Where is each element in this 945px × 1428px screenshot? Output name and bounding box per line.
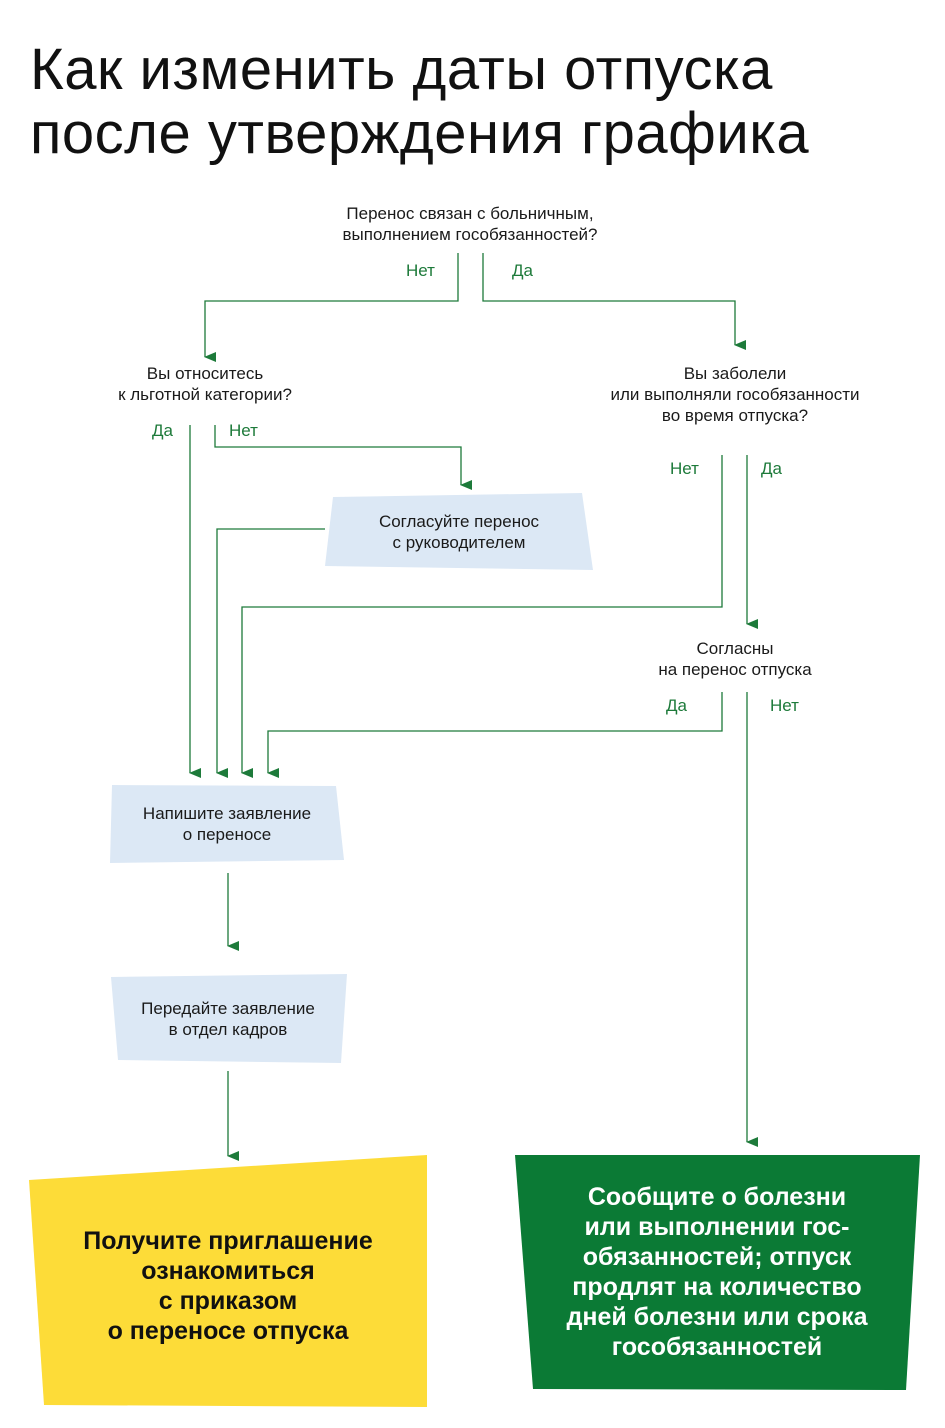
question-line: Вы относитесь [146, 364, 264, 383]
label-q3-yes: Да [761, 459, 782, 478]
arrow-q1-no [204, 253, 459, 362]
box-write-application: Напишите заявление о переносе [112, 786, 342, 862]
box-line: в отдел кадров [168, 1020, 288, 1039]
box-line: Передайте заявление [141, 999, 315, 1018]
arrow-q3-no [241, 455, 723, 778]
box-line: Напишите заявление [142, 804, 312, 823]
title-line: Как изменить даты отпуска [30, 37, 773, 102]
label-q1-no: Нет [406, 261, 435, 280]
final-line: Получите приглашение [83, 1227, 373, 1255]
arrow-q4-yes [267, 692, 723, 778]
label-q2-yes: Да [152, 421, 173, 440]
question-agree-transfer: Согласны на перенос отпуска [620, 638, 850, 680]
question-line: к льготной категории? [118, 385, 292, 404]
question-line: или выполняли гособязанности [610, 385, 860, 404]
label-q1-yes: Да [512, 261, 533, 280]
box-shape-submit-hr [111, 974, 347, 1063]
label-q4-yes: Да [666, 696, 687, 715]
question-line: Вы заболели [683, 364, 787, 383]
question-line: выполнением гособязанностей? [342, 225, 598, 244]
final-line: гособязанностей [611, 1333, 823, 1361]
question-line: Согласны [696, 639, 774, 658]
box-agree-manager: Согласуйте перенос с руководителем [330, 497, 588, 567]
arrow-manager-to-application [216, 528, 325, 778]
final-report-sickness: Сообщите о болезни или выполнении гос- о… [522, 1158, 912, 1386]
final-line: дней болезни или срока [566, 1303, 868, 1331]
box-shape-agree-manager [325, 493, 593, 570]
final-shape-report [515, 1155, 920, 1390]
box-line: Согласуйте перенос [378, 512, 540, 531]
final-line: с приказом [158, 1287, 298, 1315]
question-line: во время отпуска? [661, 406, 809, 425]
page-title: Как изменить даты отпуска после утвержде… [30, 38, 930, 166]
title-line: после утверждения графика [30, 101, 810, 166]
final-invitation: Получите приглашение ознакомиться с прик… [36, 1170, 420, 1402]
question-sick-during-vacation: Вы заболели или выполняли гособязанности… [580, 363, 890, 426]
final-line: или выполнении гос- [584, 1213, 850, 1241]
final-line: обязанностей; отпуск [582, 1243, 852, 1271]
question-privileged-category: Вы относитесь к льготной категории? [75, 363, 335, 405]
arrow-q1-yes [482, 253, 746, 350]
label-q4-no: Нет [770, 696, 799, 715]
label-q2-no: Нет [229, 421, 258, 440]
box-line: с руководителем [392, 533, 526, 552]
arrow-q2-no [214, 425, 472, 490]
final-line: ознакомиться [141, 1257, 315, 1285]
box-line: о переносе [182, 825, 272, 844]
question-line: на перенос отпуска [658, 660, 812, 679]
question-sick-leave: Перенос связан с больничным, выполнением… [290, 203, 650, 245]
final-line: продлят на количество [572, 1273, 862, 1301]
box-submit-hr: Передайте заявление в отдел кадров [113, 977, 343, 1061]
final-line: о переносе отпуска [107, 1317, 349, 1345]
box-shape-write-application [110, 785, 344, 863]
label-q3-no: Нет [670, 459, 699, 478]
final-shape-invitation [29, 1155, 427, 1407]
question-line: Перенос связан с больничным, [346, 204, 594, 223]
final-line: Сообщите о болезни [587, 1183, 847, 1211]
